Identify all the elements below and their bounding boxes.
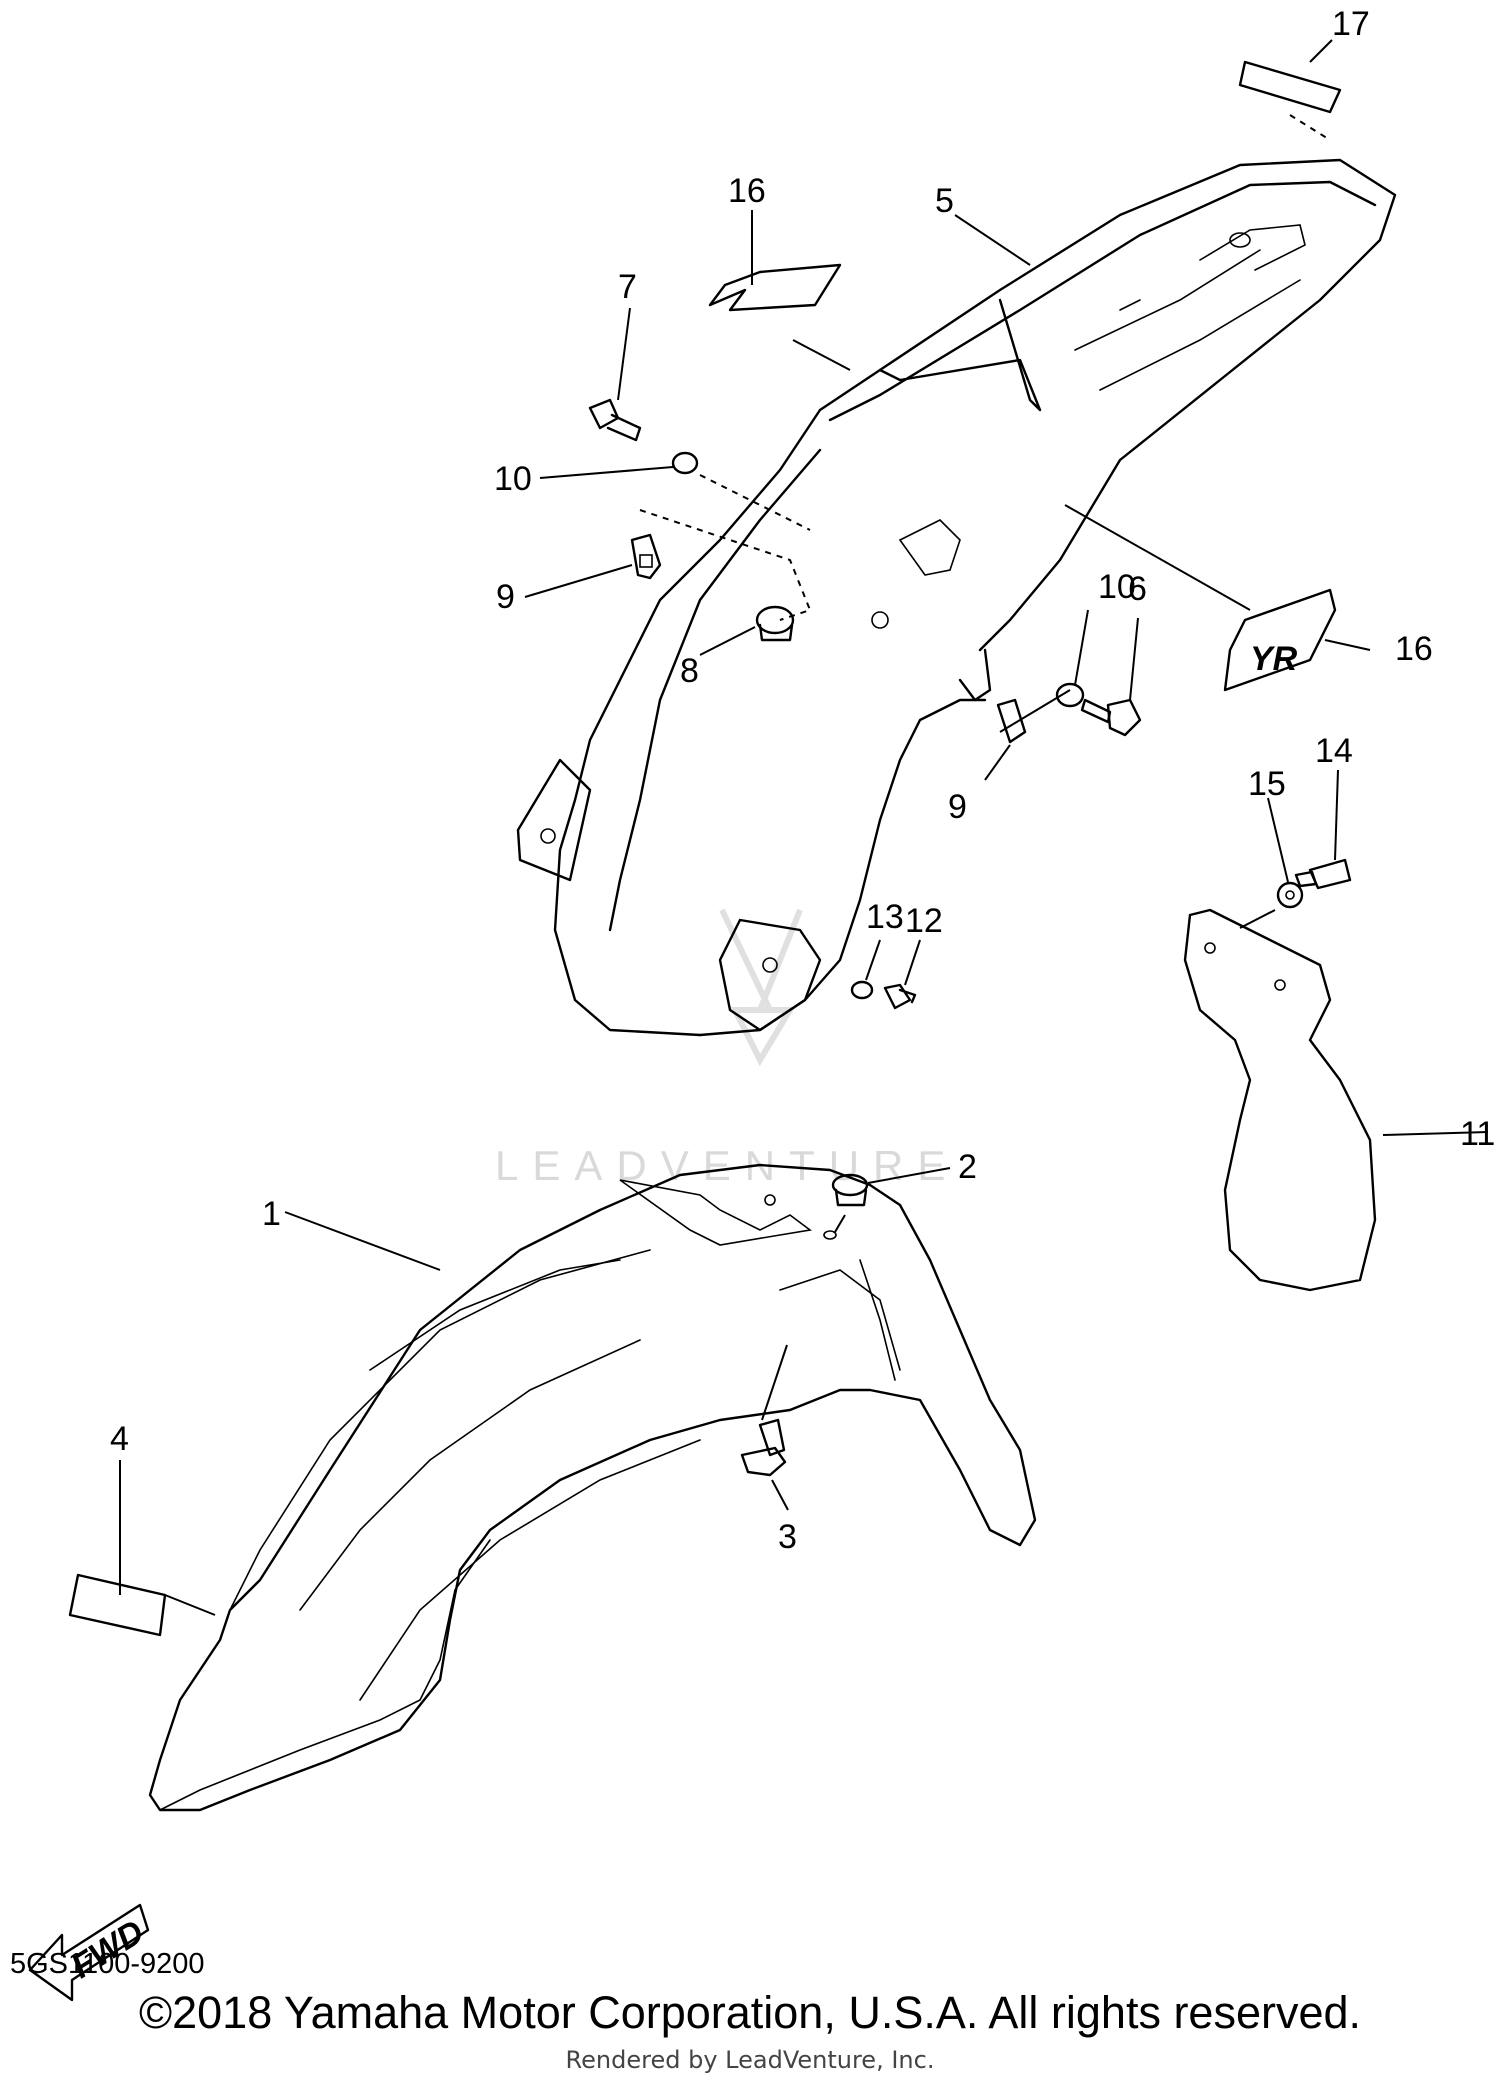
part-9-clip-left <box>630 533 662 580</box>
callout-17: 17 <box>1332 5 1370 43</box>
part-3-bolt <box>740 1418 787 1477</box>
part-9-clip-right <box>996 698 1027 744</box>
part-15-washer <box>1276 881 1304 909</box>
callout-10-right: 10 <box>1098 568 1136 606</box>
part-13-collar <box>850 980 874 1000</box>
callout-11: 11 <box>1460 1115 1495 1153</box>
part-1-front-fender <box>148 1163 1037 1812</box>
callout-10-upper: 10 <box>494 460 532 498</box>
decal-text: YR <box>1250 640 1298 678</box>
part-10-collar-right <box>1055 682 1085 708</box>
part-11-mudflap <box>1183 908 1377 1292</box>
leader-15-to-11 <box>1239 909 1276 929</box>
callout-5: 5 <box>935 182 954 220</box>
leadventure-watermark: LEADVENTURE <box>495 908 959 1189</box>
callout-3: 3 <box>778 1518 797 1556</box>
part-6-bolt <box>1080 698 1142 737</box>
part-14-screw <box>1294 858 1352 890</box>
part-16-right-decal: YR <box>1223 588 1337 692</box>
part-12-screw <box>883 983 917 1010</box>
part-16-upper-decal <box>708 263 851 371</box>
callout-2: 2 <box>958 1148 977 1186</box>
dashed-leader-9 <box>639 509 812 621</box>
part-10-collar-upper <box>671 451 699 475</box>
diagram-code: 5GS1100-9200 <box>10 1948 205 1980</box>
callout-16-upper: 16 <box>728 172 766 210</box>
callout-13: 13 <box>866 898 904 936</box>
part-8-grommet <box>755 605 795 642</box>
callout-1: 1 <box>262 1195 281 1233</box>
part-4-decal <box>68 1573 167 1637</box>
part-2-grommet <box>823 1173 869 1240</box>
callout-15: 15 <box>1248 765 1286 803</box>
callout-8: 8 <box>680 652 699 690</box>
watermark-text: LEADVENTURE <box>495 1142 959 1189</box>
part-7-bolt <box>588 398 642 442</box>
callout-6: 6 <box>1128 570 1147 608</box>
part-17-decal <box>1238 60 1342 141</box>
callout-12: 12 <box>905 902 943 940</box>
callout-16-right: 16 <box>1395 630 1433 668</box>
rendered-by-credit: Rendered by LeadVenture, Inc. <box>565 2046 935 2074</box>
callout-9-left: 9 <box>496 578 515 616</box>
copyright-notice: ©2018 Yamaha Motor Corporation, U.S.A. A… <box>138 1987 1362 2038</box>
leader-lines <box>119 39 1489 1616</box>
callout-14: 14 <box>1315 732 1353 770</box>
callout-7: 7 <box>618 268 637 306</box>
dashed-leader-10 <box>699 474 811 531</box>
callout-9-right: 9 <box>948 788 967 826</box>
part-5-rear-fender <box>516 158 1397 1037</box>
callout-labels: 1 2 3 4 5 6 7 8 9 9 10 10 11 12 13 14 15… <box>110 5 1495 1556</box>
callout-4: 4 <box>110 1420 129 1458</box>
